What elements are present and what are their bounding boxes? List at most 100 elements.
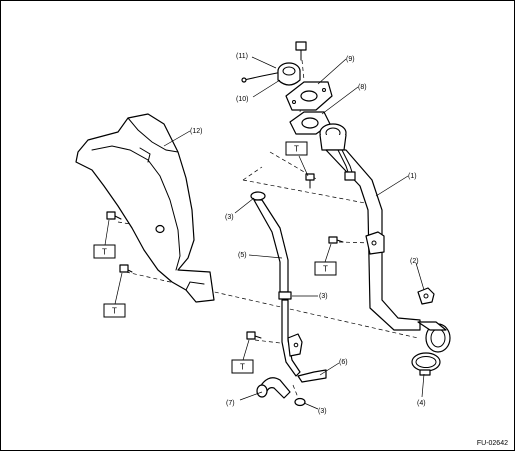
filler-neck-collar [319, 134, 347, 151]
filler-cap-ring [282, 66, 296, 76]
torque-label: T [112, 307, 117, 316]
hose-clamp-large [411, 352, 441, 376]
vent-pipe [281, 299, 301, 377]
bolts [106, 173, 344, 340]
protector-body [75, 113, 215, 303]
callout-11: (11) [236, 53, 248, 60]
leader-line [375, 175, 409, 197]
flange-hole [322, 88, 326, 92]
torque-box-frame [93, 244, 116, 259]
tether-end [241, 77, 247, 83]
filler-pipe-protector [75, 113, 215, 303]
bolt-shank [336, 239, 344, 243]
leader-line [252, 79, 281, 98]
callouts: (11) (10) (9) (8) (12) (1) (3) (5) (3) (… [190, 53, 426, 415]
protector-edge [127, 117, 179, 153]
leader-line [248, 254, 283, 259]
hose-clamp-mid [278, 291, 292, 300]
bolt [119, 264, 133, 273]
callout-5: (5) [238, 252, 247, 259]
protector-bracket [185, 281, 205, 291]
small-clamp-body [417, 287, 435, 305]
torque-label: T [102, 248, 107, 257]
leader-line [321, 86, 359, 115]
outlet-transition [417, 321, 447, 331]
bracket-hole [371, 240, 377, 246]
leader-line [303, 402, 319, 410]
leader-line [104, 219, 110, 246]
vent-pipe-bracket [287, 333, 303, 357]
torque-box-frame [231, 359, 254, 374]
reference-line [301, 59, 305, 81]
bolt [106, 211, 122, 220]
vent-connector-pipe [297, 369, 327, 383]
reference-line [292, 384, 300, 401]
bolt-head [106, 211, 116, 220]
leader-line [319, 362, 340, 376]
figure-id: FU-02642 [477, 440, 508, 447]
hose-clamp-lower [294, 397, 306, 407]
torque-box: T [231, 359, 254, 374]
torque-box: T [314, 261, 337, 276]
bolt-shank [254, 335, 262, 339]
torque-boxes: T T T T T [93, 141, 337, 374]
bolt-hole [155, 224, 165, 234]
vent-hose [253, 199, 289, 293]
leader-line [317, 58, 347, 85]
leader-line [242, 339, 250, 361]
bolt [328, 236, 344, 244]
callout-8: (8) [358, 84, 367, 91]
torque-label: T [294, 145, 299, 154]
leader-line [324, 243, 332, 263]
callout-7: (7) [226, 400, 235, 407]
bolt-head [119, 264, 129, 273]
hose-clamp-small [417, 287, 435, 305]
callout-2: (2) [410, 258, 419, 265]
cap-screw-head [295, 41, 307, 51]
callout-6: (6) [339, 359, 348, 366]
bolt-head [328, 236, 338, 244]
torque-label: T [323, 265, 328, 274]
leader-lines [104, 56, 425, 410]
callout-1: (1) [408, 173, 417, 180]
breather-clamp [344, 171, 356, 181]
elbow-end [256, 384, 268, 398]
clamp-tab [419, 369, 431, 376]
leader-line [234, 197, 255, 214]
clamp-ring-inner [415, 356, 437, 368]
callout-4: (4) [417, 400, 426, 407]
torque-box-frame [285, 141, 308, 156]
filler-cap-assembly [241, 41, 333, 135]
flange-hole [292, 100, 296, 104]
protector-rib [91, 145, 181, 271]
torque-box-frame [103, 303, 126, 318]
leader-line [415, 262, 425, 291]
cap-tether [243, 71, 283, 81]
leader-line [421, 373, 425, 398]
bracket-hole [293, 342, 299, 348]
callout-3: (3) [318, 408, 327, 415]
leader-line [239, 391, 263, 401]
callout-10: (10) [236, 96, 248, 103]
torque-box: T [285, 141, 308, 156]
reference-line [269, 151, 319, 181]
reference-line [242, 166, 263, 181]
leader-line [298, 155, 309, 177]
torque-box: T [93, 244, 116, 259]
flange-opening [300, 90, 318, 102]
torque-box-frame [314, 261, 337, 276]
vent-line [250, 191, 327, 407]
leader-line [163, 130, 191, 147]
callout-3: (3) [319, 293, 328, 300]
leader-line [114, 272, 123, 305]
protector-tab [139, 147, 151, 163]
small-clamp-hole [423, 293, 429, 299]
torque-box: T [103, 303, 126, 318]
bolt-shank [114, 215, 122, 220]
filler-cap-body [277, 70, 301, 86]
bolt [305, 173, 315, 189]
fuel-filler-pipe [319, 123, 451, 353]
bolt-shank [127, 269, 133, 273]
callout-3: (3) [225, 214, 234, 221]
